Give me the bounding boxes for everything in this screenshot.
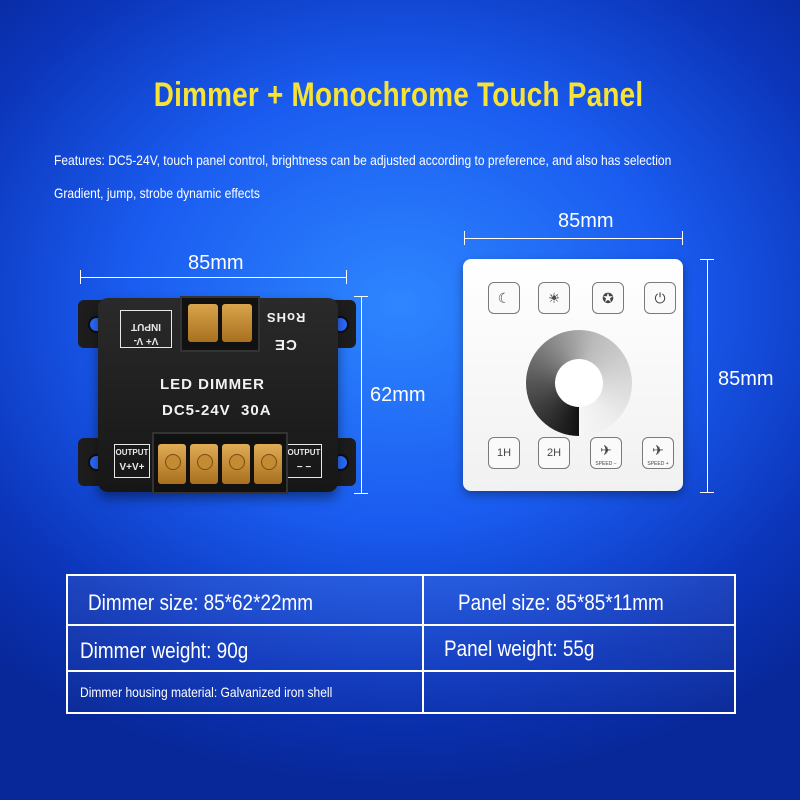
- panel-weight-cell: Panel weight: 55g: [444, 636, 595, 661]
- dimmer-width-line: [80, 277, 346, 278]
- moon-icon: ☾: [497, 290, 511, 306]
- panel-width-line: [464, 238, 682, 239]
- brightness-touch-ring[interactable]: [526, 330, 632, 436]
- dimmer-height-tick-bottom: [354, 493, 368, 494]
- film-reel-icon: ✪: [602, 290, 614, 306]
- terminal-screw: [222, 304, 252, 342]
- spec-divider-vertical: [422, 576, 424, 712]
- page-title: Dimmer + Monochrome Touch Panel: [153, 76, 644, 114]
- terminal-screw: [190, 444, 218, 484]
- rohs-mark: RoHS: [266, 310, 306, 325]
- speed-down-button[interactable]: ✈ SPEED −: [590, 437, 622, 469]
- terminal-screw: [158, 444, 186, 484]
- rocket-icon: ✈: [600, 442, 612, 458]
- output-left-pins: V+V+: [119, 462, 145, 473]
- night-mode-button[interactable]: ☾: [488, 282, 520, 314]
- features-line-1: Features: DC5-24V, touch panel control, …: [54, 152, 672, 168]
- output-right-text: OUTPUT: [287, 448, 321, 457]
- rocket-icon: ✈: [652, 442, 664, 458]
- output-terminal-block: [152, 432, 288, 494]
- panel-width-label: 85mm: [558, 210, 614, 232]
- terminal-screw: [254, 444, 282, 484]
- input-label: V+ V- INPUT: [120, 310, 172, 348]
- speed-down-label: SPEED −: [595, 461, 617, 467]
- speed-up-label: SPEED +: [647, 461, 669, 467]
- device-name: LED DIMMER: [160, 376, 265, 393]
- spec-table: Dimmer size: 85*62*22mm Panel size: 85*8…: [66, 574, 736, 714]
- timer-1h-button[interactable]: 1H: [488, 437, 520, 469]
- speed-up-button[interactable]: ✈ SPEED +: [642, 437, 674, 469]
- output-right-pins: − −: [296, 462, 312, 473]
- spec-divider-row1: [68, 624, 734, 626]
- brightness-100-button[interactable]: ☀100: [538, 282, 570, 314]
- output-label-left: OUTPUT V+V+: [114, 444, 150, 478]
- features-line-2: Gradient, jump, strobe dynamic effects: [54, 185, 260, 201]
- input-terminal-block: [180, 296, 260, 352]
- timer-2h-button[interactable]: 2H: [538, 437, 570, 469]
- power-icon: ⏻: [654, 290, 666, 306]
- panel-height-label: 85mm: [718, 368, 774, 390]
- panel-height-line: [707, 259, 708, 492]
- mode-button[interactable]: ✪: [592, 282, 624, 314]
- ring-center: [555, 359, 603, 407]
- dimmer-height-label: 62mm: [370, 384, 426, 406]
- input-label-text: INPUT: [131, 321, 161, 332]
- panel-size-cell: Panel size: 85*85*11mm: [458, 590, 664, 615]
- output-label-right: OUTPUT − −: [286, 444, 322, 478]
- terminal-screw: [188, 304, 218, 342]
- sun-icon: ☀: [547, 290, 561, 306]
- housing-material-cell: Dimmer housing material: Galvanized iron…: [80, 684, 333, 700]
- dimmer-size-cell: Dimmer size: 85*62*22mm: [88, 590, 314, 615]
- ce-mark: CE: [274, 336, 297, 353]
- power-button[interactable]: ⏻: [644, 282, 676, 314]
- panel-width-tick-right: [682, 231, 683, 245]
- dimmer-width-tick-right: [346, 270, 347, 284]
- dimmer-height-line: [361, 296, 362, 493]
- dimmer-width-label: 85mm: [188, 252, 244, 274]
- brightness-level-text: 100: [549, 295, 559, 301]
- panel-height-tick-bottom: [700, 492, 714, 493]
- spec-divider-row2: [68, 670, 734, 672]
- terminal-screw: [222, 444, 250, 484]
- device-rating: DC5-24V 30A: [162, 402, 272, 419]
- output-left-text: OUTPUT: [115, 448, 149, 457]
- input-pins-text: V+ V-: [133, 335, 159, 346]
- dimmer-weight-cell: Dimmer weight: 90g: [80, 638, 249, 663]
